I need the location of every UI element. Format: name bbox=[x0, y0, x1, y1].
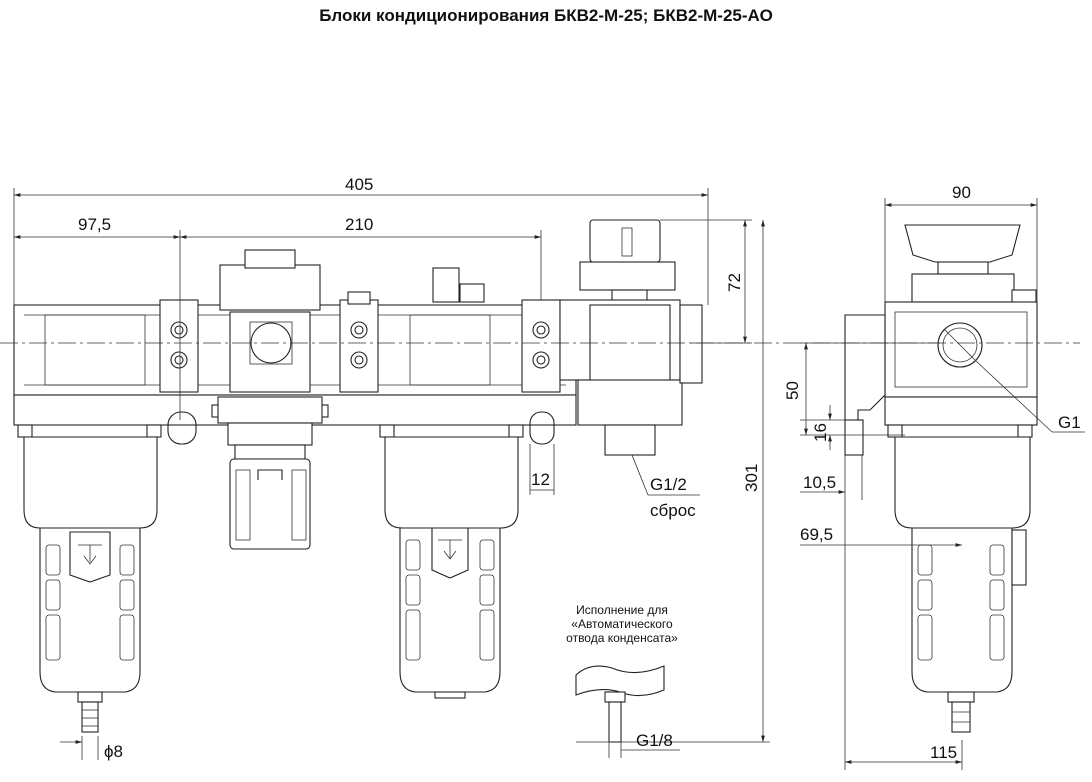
dim-210: 210 bbox=[345, 215, 373, 234]
dim-50: 50 bbox=[783, 381, 802, 400]
front-view bbox=[13, 219, 703, 733]
label-sbros: сброс bbox=[650, 501, 696, 520]
auto-drain-note: Исполнение для «Автоматического отвода к… bbox=[566, 603, 678, 645]
screw-heads bbox=[170, 321, 550, 369]
note-line-1: Исполнение для bbox=[576, 603, 668, 617]
dim-phi-8: ϕ8 bbox=[104, 742, 123, 761]
dim-115: 115 bbox=[930, 743, 957, 762]
dim-69-5: 69,5 bbox=[800, 525, 833, 544]
dim-10-5: 10,5 bbox=[803, 473, 836, 492]
dim-12: 12 bbox=[531, 470, 550, 489]
dim-16: 16 bbox=[811, 423, 830, 442]
dimension-labels: 405 97,5 210 72 301 12 90 50 16 10,5 69,… bbox=[78, 175, 1081, 762]
side-view bbox=[844, 224, 1038, 733]
port-circle-icon bbox=[937, 322, 983, 368]
dim-301: 301 bbox=[742, 464, 761, 492]
label-g1: G1 bbox=[1058, 413, 1081, 432]
dimension-lines bbox=[0, 188, 1085, 770]
note-line-3: отвода конденсата» bbox=[566, 631, 678, 645]
dim-97-5: 97,5 bbox=[78, 215, 111, 234]
dim-g1-8: G1/8 bbox=[636, 731, 673, 750]
label-g1-2: G1/2 bbox=[650, 475, 687, 494]
page-title: Блоки кондиционирования БКВ2-М-25; БКВ2-… bbox=[319, 6, 773, 25]
dim-405: 405 bbox=[345, 175, 373, 194]
note-line-2: «Автоматического bbox=[571, 617, 673, 631]
dim-72: 72 bbox=[725, 273, 744, 292]
auto-drain-detail bbox=[575, 665, 665, 743]
dim-90: 90 bbox=[952, 183, 971, 202]
